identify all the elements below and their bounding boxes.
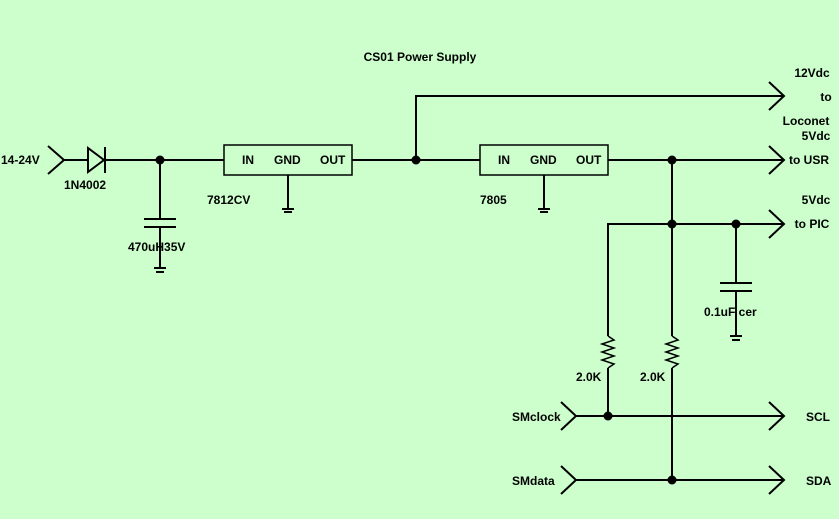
smdata-input-arrow — [560, 465, 578, 495]
reg2-pin-in: IN — [498, 153, 510, 167]
bypass-capacitor — [720, 224, 752, 341]
sda-output-arrow — [768, 465, 786, 495]
pic-output-wire — [607, 223, 784, 336]
bypass-capacitor-label: 0.1uF cer — [704, 305, 757, 319]
resistor-r2 — [663, 335, 681, 480]
usr-output-arrow — [768, 145, 786, 175]
scl-output-arrow — [768, 401, 786, 431]
pic-label-line2: to PIC — [795, 217, 830, 231]
reg2-pin-gnd: GND — [530, 153, 557, 167]
smclock-input-arrow — [560, 401, 578, 431]
diode-1n4002 — [87, 146, 106, 174]
12v-label-line2: to — [820, 90, 831, 104]
pic-output-arrow — [768, 209, 786, 239]
diagram-title: CS01 Power Supply — [364, 50, 477, 64]
input-label: 14-24V — [1, 153, 40, 167]
input-connector-arrow — [47, 145, 66, 175]
reg2-label: 7805 — [480, 193, 507, 207]
scl-label: SCL — [806, 410, 830, 424]
12v-label-line1: 12Vdc — [794, 66, 830, 80]
diode-label: 1N4002 — [64, 178, 106, 192]
junction-dot — [603, 411, 613, 421]
12v-output-wire — [415, 95, 784, 160]
resistor-r1 — [599, 335, 617, 416]
sda-label: SDA — [806, 474, 832, 488]
12v-output-arrow — [768, 81, 786, 111]
usr-label-line1: 5Vdc — [802, 129, 831, 143]
input-capacitor-label: 470uH35V — [128, 240, 185, 254]
reg2-pin-out: OUT — [576, 153, 602, 167]
usr-label-line2: to USR — [789, 153, 829, 167]
12v-label-line3: Loconet — [783, 114, 830, 128]
reg1-label: 7812CV — [207, 193, 250, 207]
junction-dot — [667, 219, 677, 229]
reg1-pin-out: OUT — [320, 153, 346, 167]
smclock-label: SMclock — [512, 410, 561, 424]
smdata-label: SMdata — [512, 474, 555, 488]
r2-label: 2.0K — [640, 370, 666, 384]
junction-dot — [667, 475, 677, 485]
r1-label: 2.0K — [576, 370, 602, 384]
reg1-pin-gnd: GND — [274, 153, 301, 167]
pic-label-line1: 5Vdc — [802, 193, 831, 207]
input-capacitor — [144, 160, 176, 273]
reg1-pin-in: IN — [242, 153, 254, 167]
